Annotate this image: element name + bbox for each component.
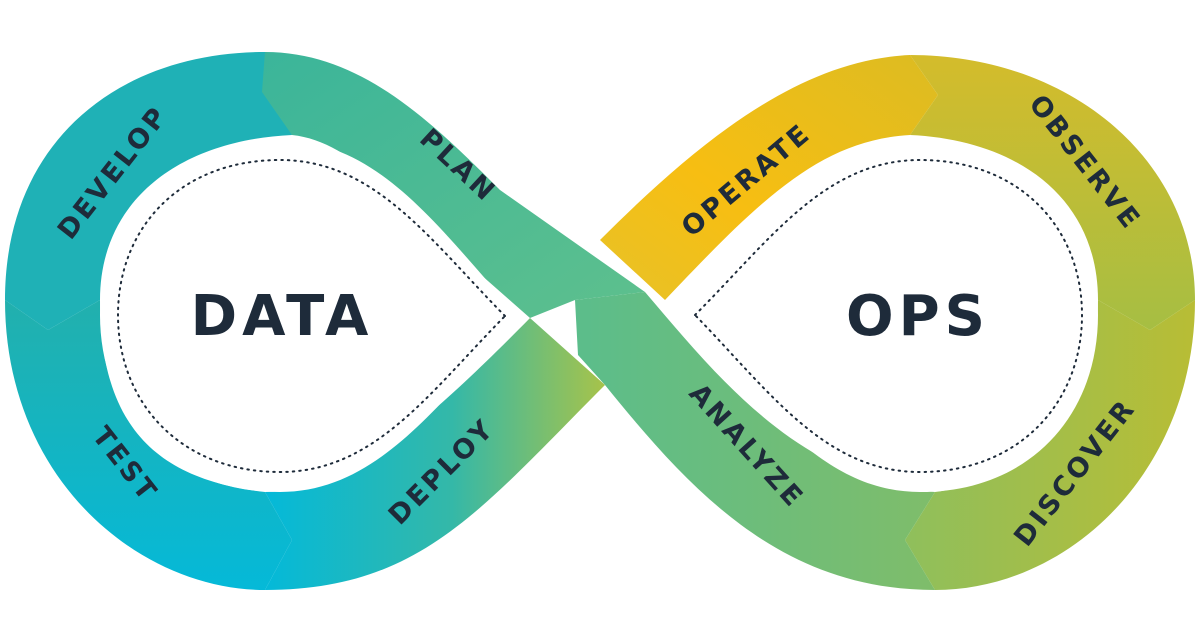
right-inner-drop <box>680 140 1098 492</box>
operate-segment <box>600 55 938 300</box>
right-inner-dotted-outline <box>693 158 1084 474</box>
observe-segment <box>910 55 1195 330</box>
test-segment <box>5 300 292 590</box>
ops-title: OPS <box>846 284 990 349</box>
develop-segment <box>5 52 292 330</box>
left-inner-drop <box>100 140 520 492</box>
discover-segment <box>905 300 1195 590</box>
analyze-segment <box>575 292 935 590</box>
left-inner-dotted-outline <box>116 158 507 474</box>
data-title: DATA <box>191 284 374 349</box>
plan-segment <box>262 52 645 318</box>
deploy-segment <box>265 318 605 590</box>
